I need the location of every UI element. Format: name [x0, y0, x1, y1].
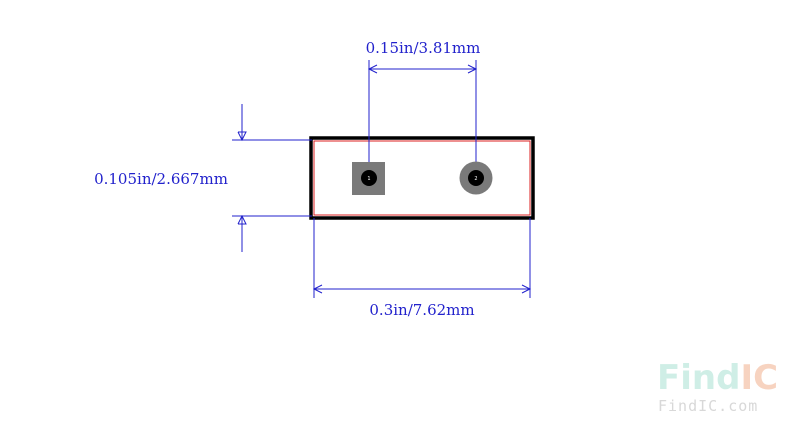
pitch-arrow-right	[467, 64, 478, 74]
body-height-dimension	[232, 104, 312, 252]
component-body	[309, 136, 535, 220]
courtyard-outline	[313, 140, 531, 216]
findic-watermark: FindIC FindIC.com	[657, 358, 778, 415]
pad-2: 2	[459, 161, 493, 195]
body-width-label: 0.3in/7.62mm	[369, 301, 474, 319]
pin-pitch-dimension	[367, 60, 478, 178]
width-arrow-right	[521, 284, 532, 294]
body-height-label: 0.105in/2.667mm	[94, 170, 228, 188]
pad-1: 1	[352, 162, 385, 195]
pad-2-label: 2	[474, 176, 477, 182]
pin-pitch-label: 0.15in/3.81mm	[366, 39, 481, 57]
width-arrow-left	[312, 284, 323, 294]
body-width-dimension	[312, 218, 532, 298]
watermark-logo-find: Find	[657, 358, 740, 398]
height-arrow-bottom	[237, 214, 247, 225]
height-arrow-top	[237, 131, 247, 142]
watermark-logo-ic: IC	[740, 358, 778, 398]
pad-2-drill	[468, 170, 484, 186]
body-outline	[309, 136, 535, 220]
watermark-logo: FindIC	[657, 358, 778, 398]
pad-1-label: 1	[367, 176, 370, 182]
pad-1-drill	[361, 170, 377, 186]
watermark-url: FindIC.com	[658, 397, 758, 415]
pitch-arrow-left	[367, 64, 378, 74]
